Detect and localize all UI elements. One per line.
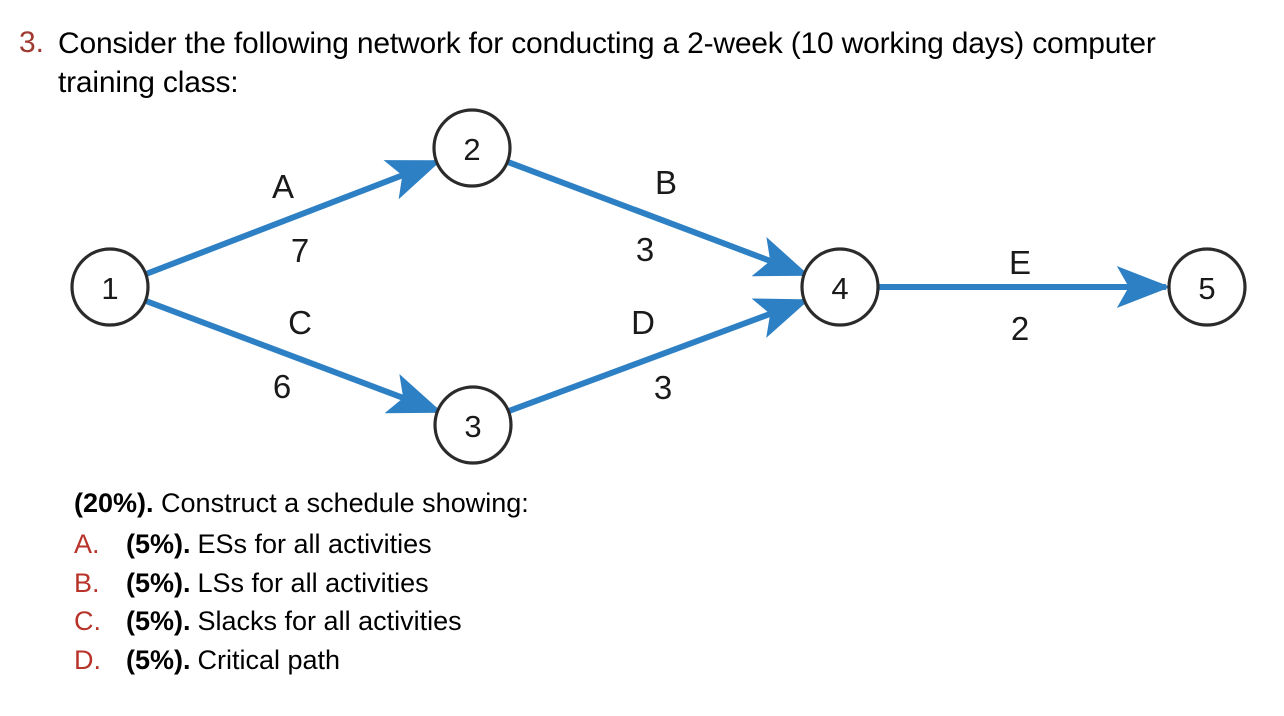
sub-question-c-marker: C.	[74, 606, 101, 636]
sub-question-list: A. (5%). ESs for all activities B. (5%).…	[74, 525, 1174, 679]
edge-C-line	[144, 298, 443, 414]
edge-D-arrow	[507, 298, 810, 414]
edge-A-duration-label: 7	[291, 232, 309, 269]
edge-C-duration-label: 6	[273, 368, 291, 405]
edge-D-duration-label: 3	[654, 369, 672, 406]
question-text: Consider the following network for condu…	[58, 27, 1156, 99]
edge-A-activity-label: A	[272, 168, 294, 205]
node-5-circle[interactable]	[1167, 247, 1247, 327]
network-diagram: 1 2 3 4 5 A 7 C 6 B 3 D 3 E 2	[0, 96, 1284, 486]
sub-question-c-percent: (5%).	[126, 606, 191, 636]
sub-question-d-text: Critical path	[197, 644, 341, 675]
sub-question-d: D. (5%). Critical path	[74, 641, 1174, 680]
node-5[interactable]: 5	[1167, 247, 1247, 327]
edge-C-activity-label: C	[288, 304, 312, 341]
sub-question-a-marker: A.	[74, 529, 100, 559]
edge-D-activity-label: D	[631, 304, 655, 341]
edge-B-arrow	[506, 159, 810, 277]
prompt-lead: (20%). Construct a schedule showing:	[74, 484, 1174, 522]
sub-question-b-percent: (5%).	[126, 567, 191, 598]
node-3[interactable]: 3	[433, 385, 513, 465]
question-number: 3.	[18, 26, 44, 59]
edge-B-activity-label: B	[655, 164, 677, 201]
edge-E-activity-label: E	[1009, 244, 1031, 281]
node-2-label: 2	[463, 132, 480, 167]
node-2-circle[interactable]	[432, 108, 512, 188]
node-4-circle[interactable]	[800, 247, 880, 327]
prompt-block: (20%). Construct a schedule showing: A. …	[74, 484, 1174, 679]
edge-B-line	[506, 159, 810, 277]
sub-question-c-text: Slacks for all activities	[197, 606, 462, 636]
node-1[interactable]: 1	[70, 247, 150, 327]
node-1-circle[interactable]	[70, 247, 150, 327]
edge-C-arrow	[144, 298, 443, 414]
node-3-label: 3	[464, 409, 481, 444]
node-1-label: 1	[101, 271, 118, 306]
network-diagram-svg: 1 2 3 4 5 A 7 C 6 B 3 D 3 E 2	[70, 108, 1247, 465]
prompt-lead-percent: (20%).	[74, 488, 154, 518]
node-2[interactable]: 2	[432, 108, 512, 188]
sub-question-c: C. (5%). Slacks for all activities	[74, 602, 1174, 641]
sub-question-b-marker: B.	[74, 567, 100, 598]
edge-E-duration-label: 2	[1011, 310, 1029, 347]
edge-A-arrow	[144, 159, 442, 277]
node-3-circle[interactable]	[433, 385, 513, 465]
sub-question-b-text: LSs for all activities	[197, 567, 429, 598]
sub-question-d-percent: (5%).	[126, 644, 191, 675]
question-header: 3. Consider the following network for co…	[0, 24, 1284, 102]
sub-question-a: A. (5%). ESs for all activities	[74, 525, 1174, 564]
sub-question-b: B. (5%). LSs for all activities	[74, 564, 1174, 603]
node-4-label: 4	[831, 271, 848, 306]
edge-D-line	[507, 298, 810, 414]
sub-question-a-percent: (5%).	[126, 529, 191, 559]
node-5-label: 5	[1198, 271, 1215, 306]
prompt-lead-text: Construct a schedule showing:	[153, 488, 529, 518]
node-4[interactable]: 4	[800, 247, 880, 327]
sub-question-d-marker: D.	[74, 644, 101, 675]
edge-A-line	[144, 159, 442, 277]
edge-B-duration-label: 3	[636, 231, 654, 268]
sub-question-a-text: ESs for all activities	[197, 529, 432, 559]
